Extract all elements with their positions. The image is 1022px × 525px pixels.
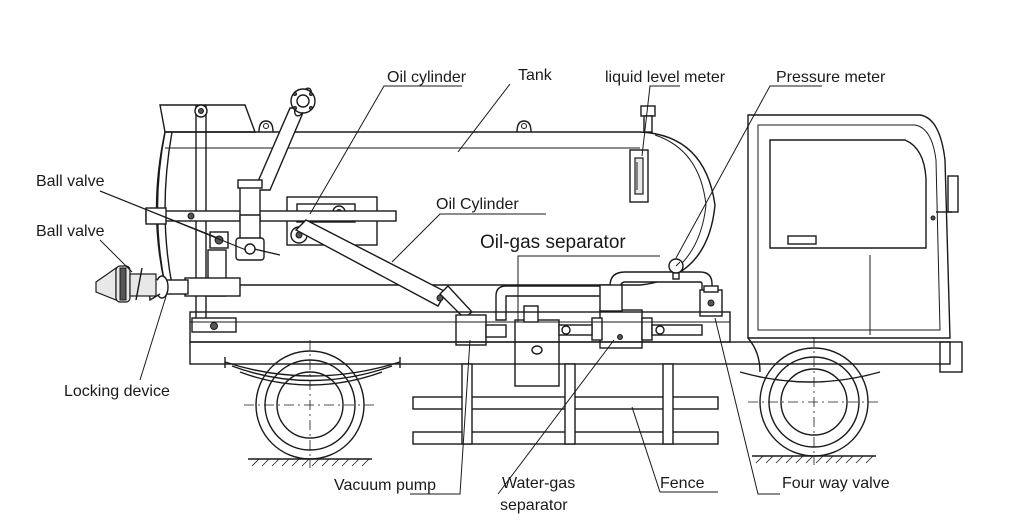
leader-lines	[99, 83, 822, 495]
chassis-frame	[189, 311, 963, 373]
label-water-gas-separator-1: Water-gas	[502, 475, 575, 492]
cab	[747, 114, 959, 339]
label-four-way-valve: Four way valve	[782, 475, 890, 492]
label-ball-valve-upper: Ball valve	[36, 173, 105, 190]
pressure-meter	[668, 258, 684, 280]
oil-gas-separator	[514, 305, 560, 387]
ball-valve-lower	[147, 249, 241, 302]
label-oil-cylinder-top: Oil cylinder	[387, 69, 467, 86]
label-tank: Tank	[518, 67, 553, 84]
vacuum-pump	[455, 314, 507, 346]
four-way-valve	[699, 285, 723, 317]
ground-front	[752, 455, 876, 464]
label-fence: Fence	[660, 475, 705, 492]
fence	[412, 363, 719, 445]
label-oil-cylinder-mid: Oil Cylinder	[436, 196, 519, 213]
oil-cylinder-mid	[294, 219, 474, 319]
label-liquid-level-meter: liquid level meter	[605, 69, 726, 86]
rear-wheel	[244, 340, 376, 468]
front-wheel	[747, 337, 880, 465]
label-water-gas-separator-2: separator	[500, 497, 568, 514]
label-oil-gas-separator: Oil-gas separator	[480, 232, 626, 253]
labels: Oil cylinder Tank liquid level meter Pre…	[36, 67, 890, 514]
piping	[495, 271, 713, 336]
label-ball-valve-lower: Ball valve	[36, 223, 105, 240]
locking-device	[95, 265, 157, 303]
ground-rear	[248, 458, 372, 467]
label-locking-device: Locking device	[64, 383, 170, 400]
hinge-bar	[145, 207, 397, 225]
liquid-level-meter	[629, 149, 649, 203]
label-vacuum-pump: Vacuum pump	[334, 477, 436, 494]
leaf-spring	[224, 357, 881, 386]
label-pressure-meter: Pressure meter	[776, 69, 886, 86]
